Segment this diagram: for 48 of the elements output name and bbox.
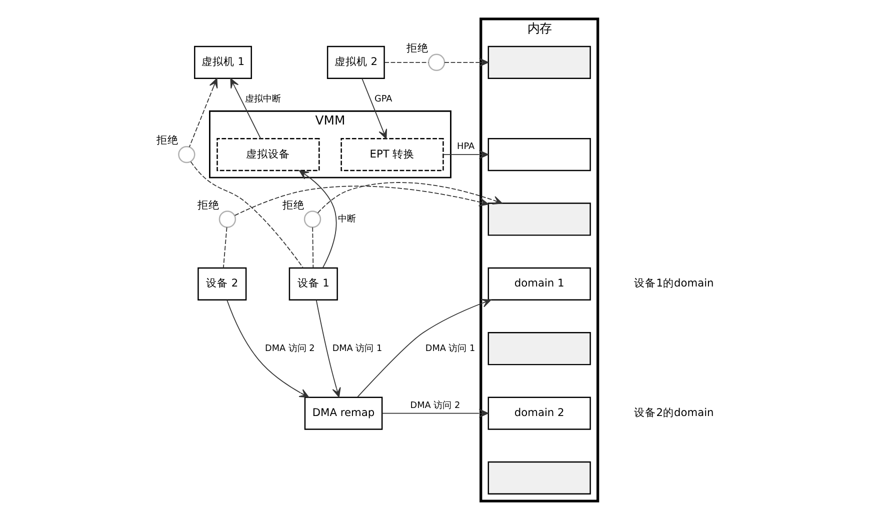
arrow xyxy=(188,78,218,148)
node-box: 虚拟机 1 xyxy=(194,46,252,79)
edge-label: DMA 访问 2 xyxy=(410,400,460,411)
connector xyxy=(312,226,314,268)
node-box xyxy=(488,332,591,366)
node-box: DMA remap xyxy=(304,396,383,430)
connector xyxy=(222,226,228,268)
node-circle xyxy=(218,210,236,228)
arrow xyxy=(299,170,337,268)
node-box: 设备 2 xyxy=(198,267,247,300)
arrow xyxy=(316,300,341,398)
node-circle xyxy=(304,210,322,228)
arrow xyxy=(226,300,310,398)
node-label: 拒绝 xyxy=(406,41,428,54)
node-label: 设备1的domain xyxy=(634,276,714,290)
arrow xyxy=(234,186,489,216)
connector xyxy=(384,62,429,63)
node-circle xyxy=(428,54,446,71)
node-box: 虚拟机 2 xyxy=(326,46,385,79)
arrow xyxy=(357,298,492,398)
node-box: 设备 1 xyxy=(288,267,338,300)
node-box: domain 2 xyxy=(488,396,591,430)
node-box: domain 1 xyxy=(488,267,591,300)
arrow xyxy=(317,182,503,214)
edge-label: GPA xyxy=(374,94,392,104)
edge-label: 中断 xyxy=(338,214,356,224)
node-label: 设备2的domain xyxy=(634,406,714,420)
node-box xyxy=(488,202,591,236)
arrow xyxy=(382,408,489,418)
node-box: 虚拟设备 xyxy=(216,138,320,172)
node-box: EPT 转换 xyxy=(340,138,444,172)
node-box xyxy=(488,138,591,172)
arrow xyxy=(442,150,489,159)
node-label: 拒绝 xyxy=(197,198,220,212)
connector xyxy=(190,161,304,268)
edge-label: DMA 访问 2 xyxy=(265,344,315,354)
arrow xyxy=(230,78,262,139)
arrow xyxy=(444,58,489,67)
arrow xyxy=(362,78,387,139)
edge-label: 虚拟中断 xyxy=(244,94,281,104)
node-label: 拒绝 xyxy=(282,198,304,212)
node-label: 拒绝 xyxy=(156,134,179,147)
edge-label: DMA 访问 1 xyxy=(425,344,476,354)
node-box xyxy=(488,46,591,79)
edge-label: DMA 访问 1 xyxy=(332,344,382,354)
edge-label: HPA xyxy=(457,142,475,152)
node-circle xyxy=(178,146,196,164)
node-box xyxy=(488,461,591,495)
